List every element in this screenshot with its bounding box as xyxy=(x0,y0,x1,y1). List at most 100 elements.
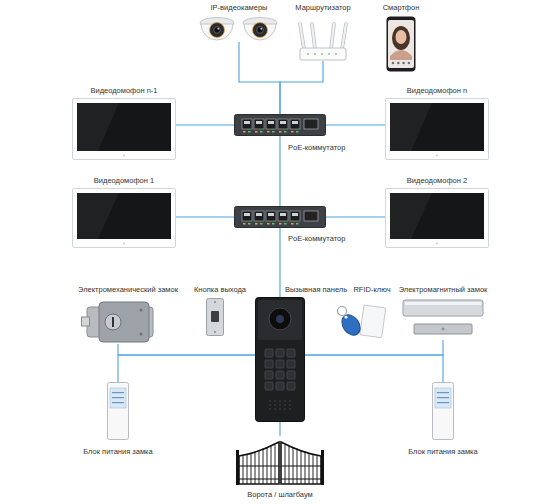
plate-screw xyxy=(442,328,445,331)
device-label: PoE-коммутатор xyxy=(288,234,345,243)
gate-bar xyxy=(243,456,244,484)
switch-picture xyxy=(234,206,326,228)
lock-cylinder xyxy=(105,314,121,330)
smartphone-device: Смартфон xyxy=(386,16,416,72)
network-cable xyxy=(326,124,385,125)
plate-screw xyxy=(214,301,216,303)
app-button xyxy=(392,62,395,65)
monitor-picture xyxy=(385,98,489,160)
device-label: Электромеханический замок xyxy=(78,285,178,294)
network-cable xyxy=(305,340,443,355)
port-led xyxy=(279,223,282,225)
camera-lens xyxy=(214,27,221,34)
screen-glare xyxy=(390,103,432,151)
switch-port xyxy=(254,119,264,129)
maglock-picture xyxy=(402,298,484,340)
port-led xyxy=(284,131,287,133)
router-antenna xyxy=(312,24,315,49)
keypad-key xyxy=(265,382,273,390)
panel-lens xyxy=(276,315,284,323)
port-contacts xyxy=(256,121,262,124)
router-antenna xyxy=(342,24,346,49)
port-led xyxy=(291,223,294,225)
sticker-line xyxy=(112,397,124,398)
speaker-hole xyxy=(289,400,291,402)
gate-post xyxy=(321,450,324,485)
speaker-hole xyxy=(279,408,281,410)
device-label: Блок питания замка xyxy=(408,447,477,456)
psu-case xyxy=(433,383,454,440)
person-shoulders xyxy=(390,50,412,60)
router-led xyxy=(328,53,330,55)
device-label: RFID-ключ xyxy=(353,285,390,294)
keypad-key xyxy=(287,360,295,368)
network-cable xyxy=(326,216,385,217)
lock-picture xyxy=(81,300,155,344)
speaker-hole xyxy=(274,408,276,410)
network-cable xyxy=(279,136,280,206)
speaker-hole xyxy=(289,408,291,410)
speaker-hole xyxy=(284,408,286,410)
panel-body xyxy=(256,298,305,422)
device-label: Блок питания замка xyxy=(83,447,152,456)
network-cable xyxy=(118,344,255,355)
screen-glare xyxy=(77,103,119,151)
keypad-key xyxy=(276,349,284,357)
monitor-dot xyxy=(436,243,438,245)
port-led xyxy=(291,131,294,133)
device-label: IP-видеокамеры xyxy=(211,3,268,12)
port-contacts xyxy=(244,213,250,216)
router-antenna xyxy=(331,24,334,49)
port-led xyxy=(267,223,270,225)
switch-port xyxy=(290,211,300,221)
sticker-line xyxy=(112,392,124,393)
port-led xyxy=(272,223,275,225)
router-led xyxy=(307,53,309,55)
device-label: Видеодомофон n-1 xyxy=(90,86,157,95)
speaker-hole xyxy=(284,404,286,406)
network-cable xyxy=(118,355,255,382)
router-led xyxy=(321,53,323,55)
maglock-device: Электромагнитный замок xyxy=(402,298,484,340)
router-antenna xyxy=(300,24,304,49)
gate-picture xyxy=(236,436,324,486)
switch-port xyxy=(266,211,276,221)
call-panel: Вызывная панель xyxy=(255,297,305,422)
screen-glare xyxy=(77,193,119,239)
key-ring xyxy=(338,307,347,316)
speaker-hole xyxy=(279,400,281,402)
gate-bar xyxy=(285,444,286,484)
phone-screen xyxy=(388,20,414,68)
cams-picture xyxy=(196,16,282,42)
router-body xyxy=(300,48,346,60)
router-led xyxy=(335,53,337,55)
switch-port xyxy=(278,119,288,129)
monitor-picture xyxy=(72,188,176,248)
switch-device: PoE-коммутатор xyxy=(234,114,326,136)
armature-plate xyxy=(414,324,472,334)
camera-lens xyxy=(257,27,264,34)
sticker-line xyxy=(112,402,124,403)
monitor-device: Видеодомофон 2 xyxy=(385,188,489,248)
button-plate xyxy=(207,299,224,336)
sfp-port xyxy=(304,119,318,129)
port-contacts xyxy=(268,213,274,216)
monitor-frame xyxy=(73,99,176,160)
network-cable xyxy=(305,355,443,382)
device-label: Видеодомофон 2 xyxy=(407,176,467,185)
lens-glint xyxy=(260,28,262,30)
port-contacts xyxy=(292,121,298,124)
panel-head xyxy=(258,300,302,340)
port-led xyxy=(248,223,251,225)
speaker-hole xyxy=(269,408,271,410)
monitor-device: Видеодомофон n xyxy=(385,98,489,160)
switch-port xyxy=(290,119,300,129)
rfid-picture xyxy=(336,303,388,339)
gate-rail xyxy=(239,478,279,479)
speaker-hole xyxy=(279,404,281,406)
button-key xyxy=(211,311,219,322)
port-contacts xyxy=(292,213,298,216)
port-contacts xyxy=(268,121,274,124)
router-device: Маршрутизатор xyxy=(298,22,348,61)
monitor-picture xyxy=(72,98,176,160)
